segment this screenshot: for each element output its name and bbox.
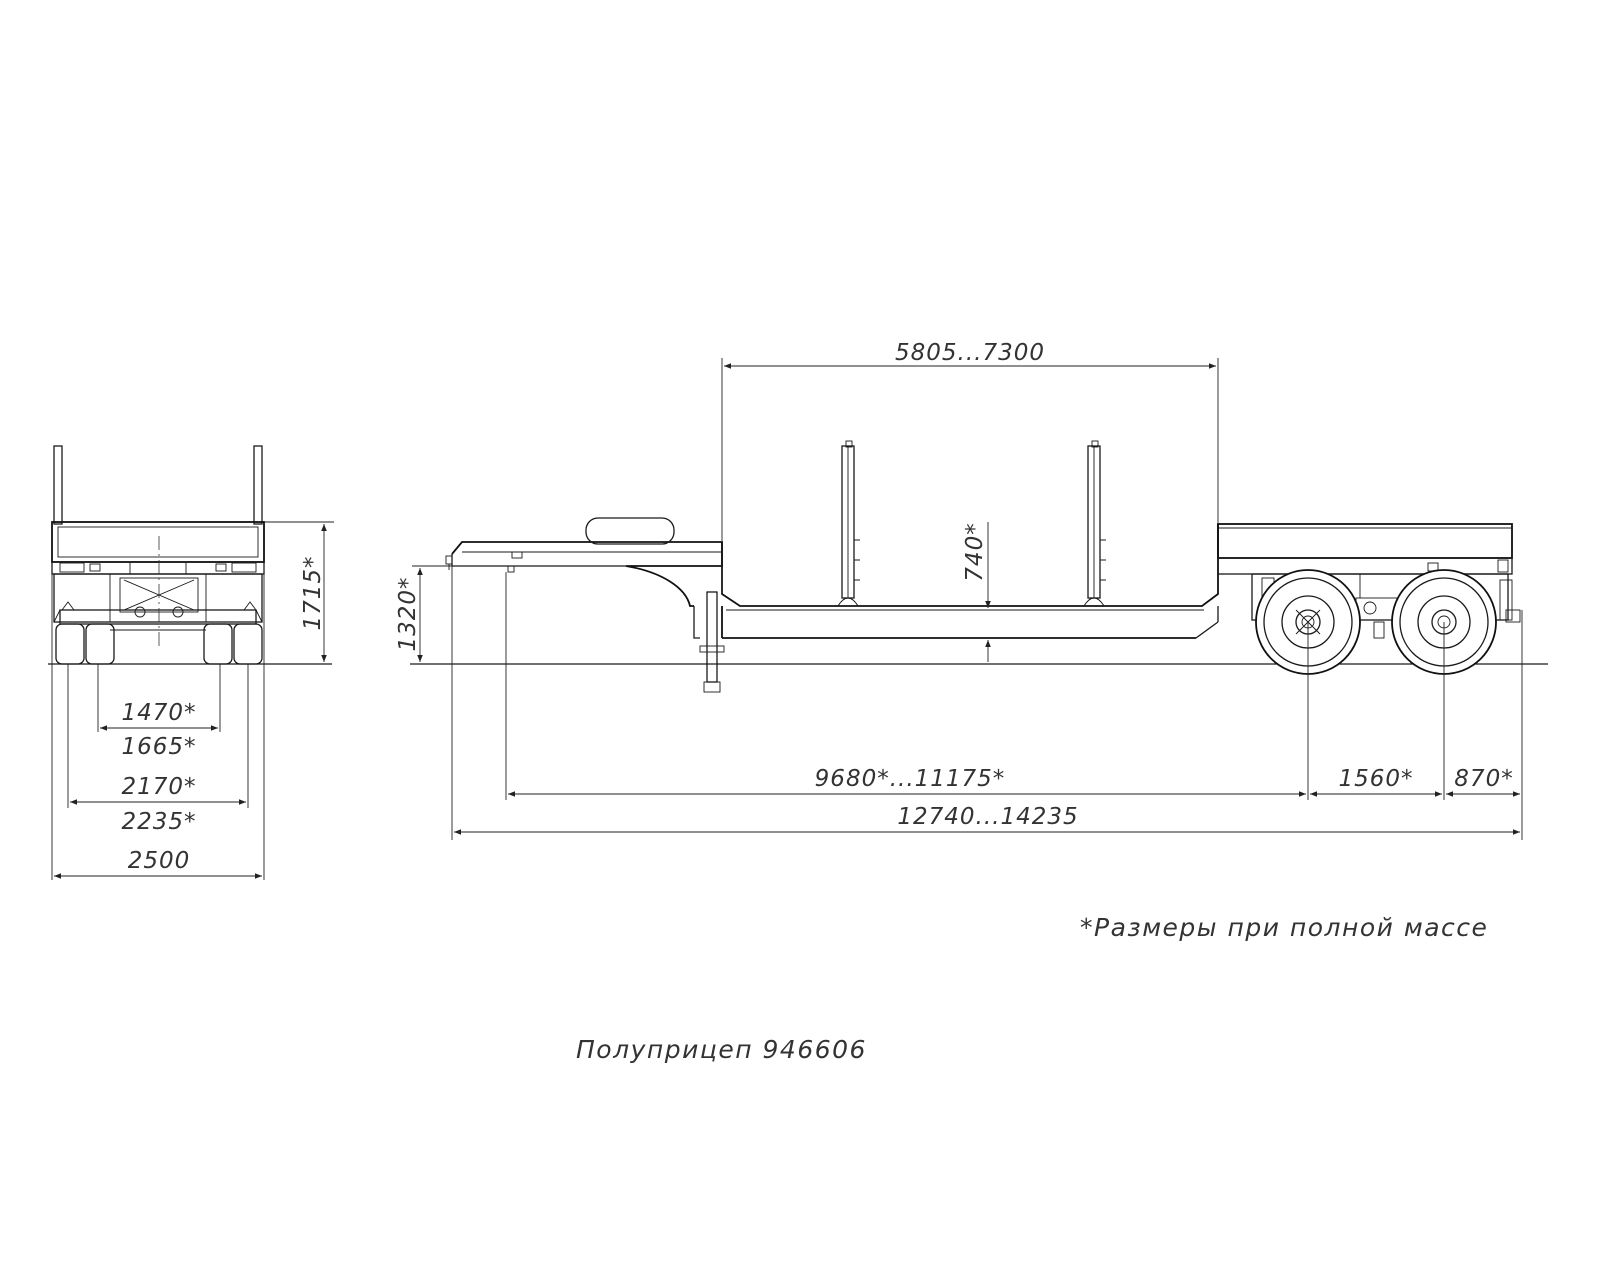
dim-2170: 2170* <box>121 774 196 800</box>
dim-kingpin-to-axle: 9680*...11175* <box>815 766 1006 792</box>
side-view-dimensions: 5805...7300 740* 1320* 9680*...11175* 15… <box>395 340 1523 840</box>
full-mass-note: *Размеры при полной массе <box>1080 913 1488 942</box>
dim-rear-overhang: 870* <box>1454 766 1513 792</box>
dim-1665: 1665* <box>121 734 196 760</box>
dim-deck-height: 740* <box>962 522 988 581</box>
dim-deck-length: 5805...7300 <box>895 340 1045 366</box>
dim-1715: 1715* <box>300 555 326 630</box>
dim-2500: 2500 <box>128 848 191 874</box>
dim-2235: 2235* <box>121 809 196 835</box>
dim-axle-spacing: 1560* <box>1338 766 1413 792</box>
dim-coupling-height: 1320* <box>395 576 421 651</box>
dim-overall-length: 12740...14235 <box>897 804 1078 830</box>
drawing-title: Полуприцеп 946606 <box>576 1035 867 1064</box>
dim-1470: 1470* <box>121 700 196 726</box>
front-view <box>48 445 332 665</box>
front-view-dimensions: 1715* 1470* 1665* 2170* 2235* 2500 <box>51 521 334 880</box>
